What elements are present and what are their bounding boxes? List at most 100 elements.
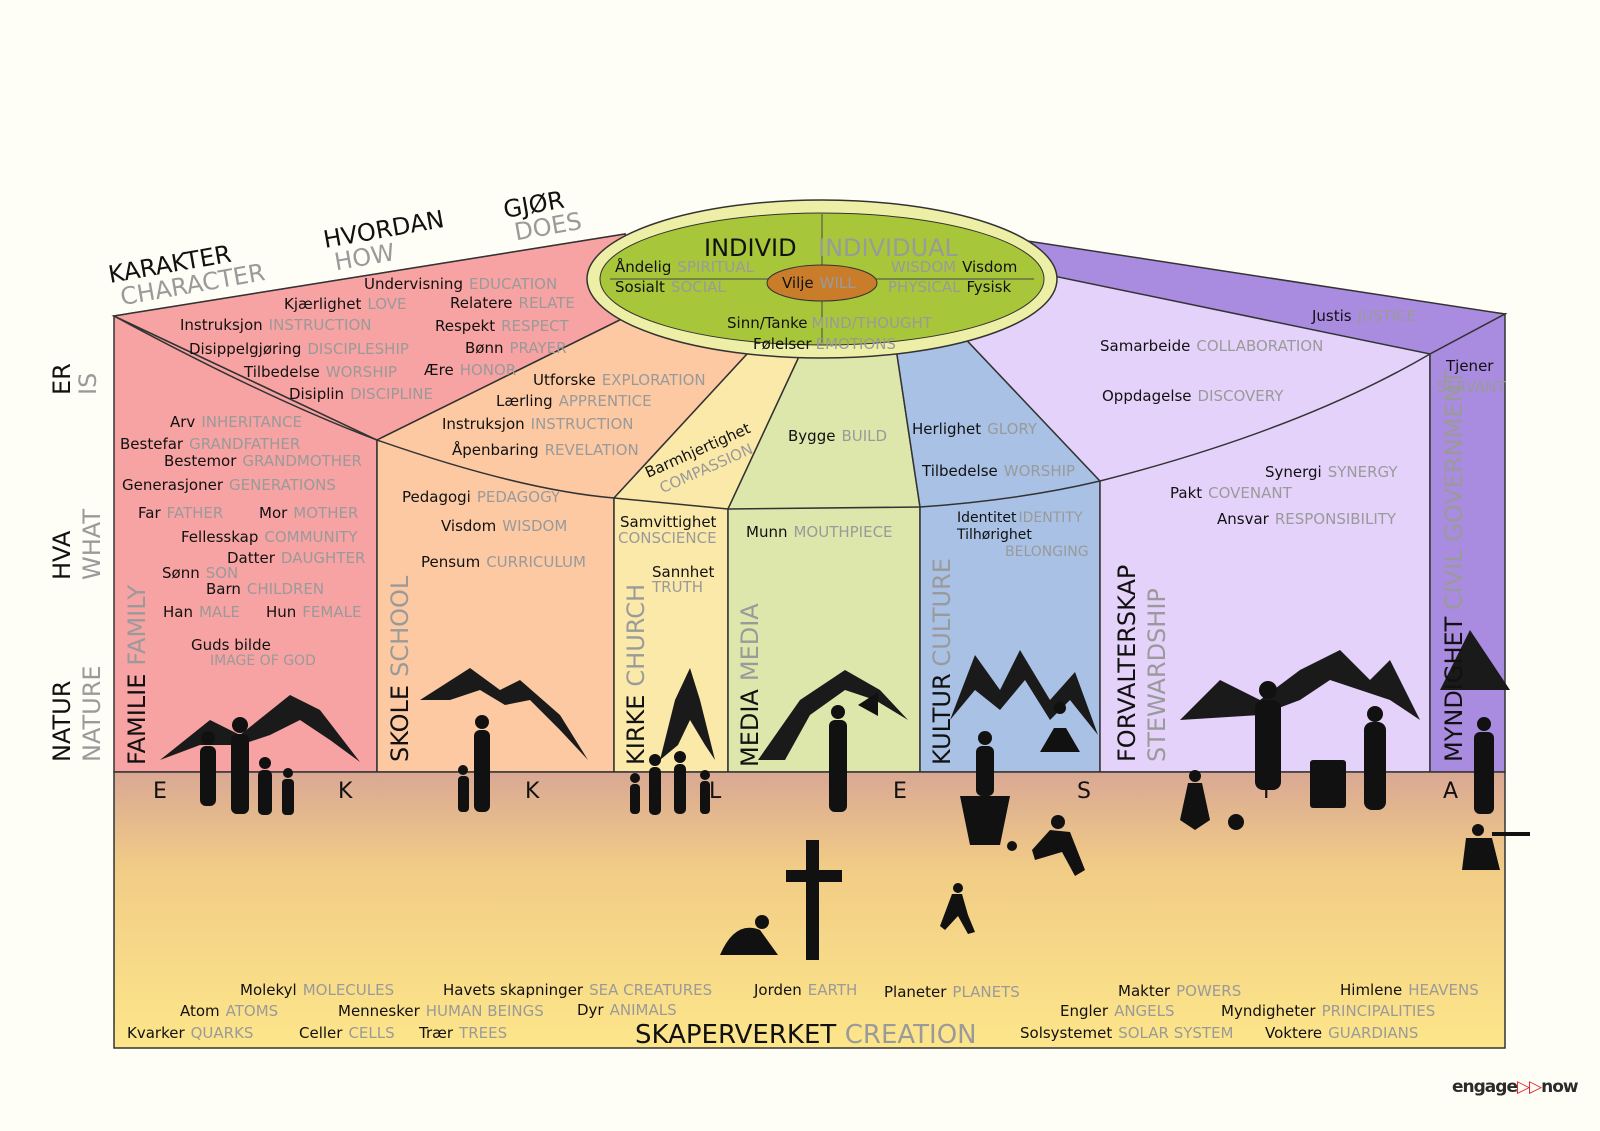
media-domain-label: MEDIAMEDIA [736, 603, 764, 767]
kultur-domain-label: KULTURCULTURE [928, 558, 956, 765]
term-tjener: Tjener [1445, 357, 1494, 375]
worker-silhouette-icon [1310, 706, 1386, 810]
farmer-silhouette-icon [1180, 681, 1281, 830]
natur-label: NATUR [48, 681, 76, 762]
culture-dancer-silhouette-icon [960, 702, 1080, 845]
stewardship-domain-label: STEWARDSHIP [1143, 588, 1171, 762]
engage-now-logo: engage▷▷now [1452, 1077, 1579, 1097]
term-tilhorighet: Tilhørighet [956, 527, 1032, 543]
soccer-player-silhouette-icon [1007, 815, 1085, 876]
is-label: IS [74, 373, 102, 395]
ekklesia-letter: E [153, 779, 167, 804]
mountain-icon-kultur [950, 650, 1098, 735]
ekklesia-letter: I [1263, 779, 1270, 804]
myndighet-domain-label: MYNDIGHETCIVIL GOVERNMENT [1440, 370, 1468, 762]
arc-line-right [919, 353, 1431, 508]
ekklesia-letter: E [893, 779, 907, 804]
school-silhouette-icon [458, 715, 490, 812]
term-conscience: CONSCIENCE [618, 529, 717, 547]
term-belonging: BELONGING [1005, 544, 1089, 560]
ekklesia-letter: K [338, 779, 353, 804]
term-truth: TRUTH [651, 578, 703, 596]
church-silhouette-icon [630, 751, 710, 815]
mountain-icons [160, 630, 1510, 762]
ekklesia-letters: E K K L E S I A [153, 779, 1458, 804]
fast-forward-icon: ▷▷ [1516, 1077, 1542, 1097]
mountain-icon-familie [160, 695, 360, 762]
er-label: ER [48, 363, 76, 395]
mountain-icon-forvalterskap [1180, 650, 1420, 720]
family-silhouette-icon [200, 717, 294, 815]
media-kultur-divider [727, 506, 921, 510]
ekklesia-letter: L [709, 779, 722, 804]
mountain-icon-skole [420, 668, 588, 760]
hva-label: HVA [48, 530, 76, 580]
arc-line-left [113, 315, 615, 499]
runner-silhouette-icon [940, 883, 975, 934]
people-silhouettes [200, 681, 1530, 960]
individ-label: INDIVID [704, 234, 797, 262]
what-label: WHAT [78, 509, 106, 580]
ekklesia-letter: A [1443, 779, 1458, 804]
mountain-icon-myndighet [1440, 630, 1510, 690]
skole-domain-label: SKOLESCHOOL [386, 575, 414, 762]
term-guds-bilde: Guds bilde [191, 636, 271, 654]
term-servant: SERVANT [1437, 378, 1506, 396]
term-sannhet: Sannhet [652, 563, 714, 581]
logo-text-left: engage [1452, 1077, 1518, 1097]
